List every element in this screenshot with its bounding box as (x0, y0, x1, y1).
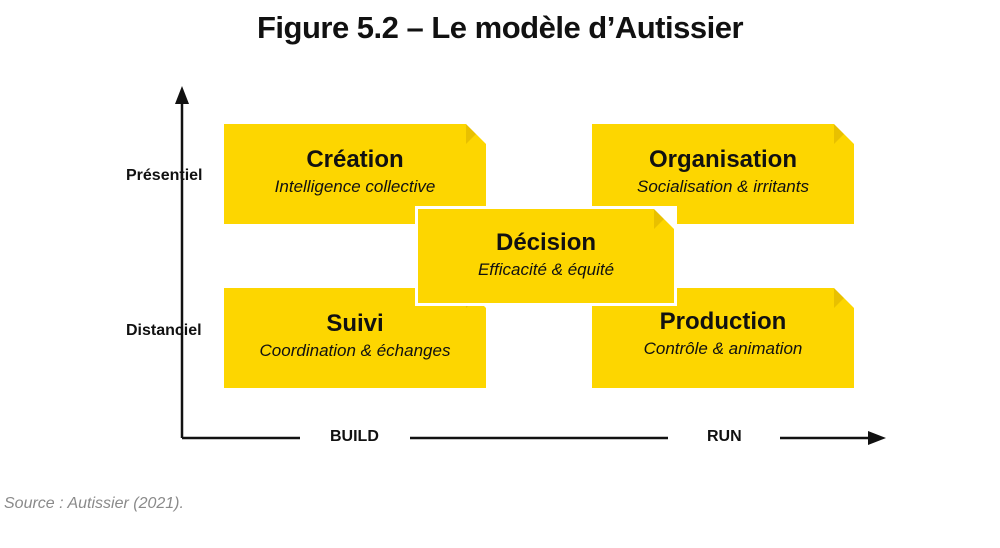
box-organisation: Organisation Socialisation & irritants (592, 124, 854, 224)
box-creation-title: Création (306, 146, 404, 173)
box-production-subtitle: Contrôle & animation (643, 339, 803, 358)
box-creation-subtitle: Intelligence collective (274, 177, 436, 196)
x-axis-arrowhead (868, 431, 886, 445)
box-production-title: Production (659, 308, 787, 335)
y-label-presentiel: Présentiel (126, 167, 203, 184)
figure-title: Figure 5.2 – Le modèle d’Autissier (256, 10, 744, 45)
box-decision-title: Décision (495, 229, 597, 256)
x-label-run: RUN (707, 428, 742, 445)
box-organisation-subtitle: Socialisation & irritants (637, 177, 809, 196)
x-label-build: BUILD (330, 428, 379, 445)
source-note: Source : Autissier (2021). (4, 495, 184, 512)
box-decision: Décision Efficacité & équité (415, 206, 677, 306)
y-label-distanciel: Distanciel (126, 322, 202, 339)
box-suivi-subtitle: Coordination & échanges (259, 341, 451, 360)
box-decision-subtitle: Efficacité & équité (477, 260, 615, 279)
box-organisation-title: Organisation (648, 146, 798, 173)
box-suivi-title: Suivi (326, 310, 384, 337)
y-axis-arrowhead (175, 86, 189, 104)
